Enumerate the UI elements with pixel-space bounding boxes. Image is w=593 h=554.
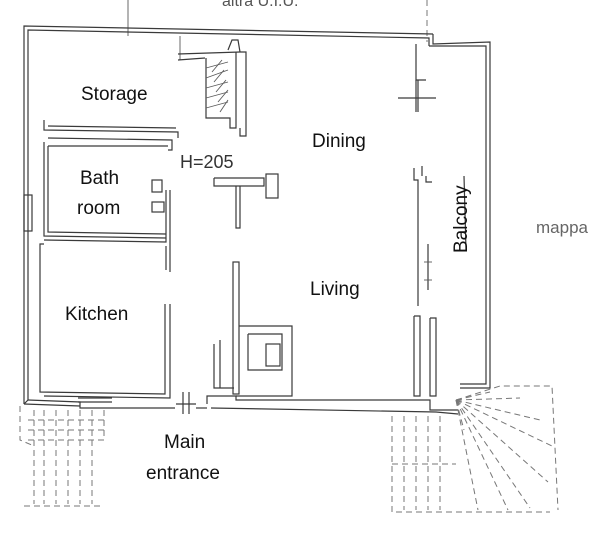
room-label-kitchen: Kitchen	[65, 304, 128, 325]
room-label-living: Living	[310, 279, 360, 300]
room-label-entrance-line2: entrance	[146, 463, 220, 484]
room-label-balcony: Balcony	[451, 185, 472, 253]
room-label-bathroom-line1: Bath	[80, 168, 119, 189]
neighbour-unit-outline	[127, 0, 428, 60]
kitchen-walls	[39, 243, 171, 399]
central-partitions	[213, 173, 293, 397]
bathroom-walls	[23, 137, 173, 246]
left-steps	[19, 406, 105, 507]
column-marker	[398, 44, 436, 112]
room-label-bathroom-line2: room	[77, 198, 120, 219]
room-label-dining: Dining	[312, 131, 366, 152]
storage-walls	[43, 39, 247, 138]
height-label: H=205	[180, 152, 234, 172]
bottom-wall	[23, 392, 459, 415]
room-label-entrance-line1: Main	[164, 432, 205, 453]
room-label-storage: Storage	[81, 84, 148, 105]
right-stairs	[391, 385, 559, 513]
side-label-map: mappa	[536, 218, 589, 237]
balcony-wall	[413, 166, 467, 397]
neighbour-unit-label: altra U.I.U.	[222, 0, 298, 10]
outer-walls	[23, 25, 491, 405]
